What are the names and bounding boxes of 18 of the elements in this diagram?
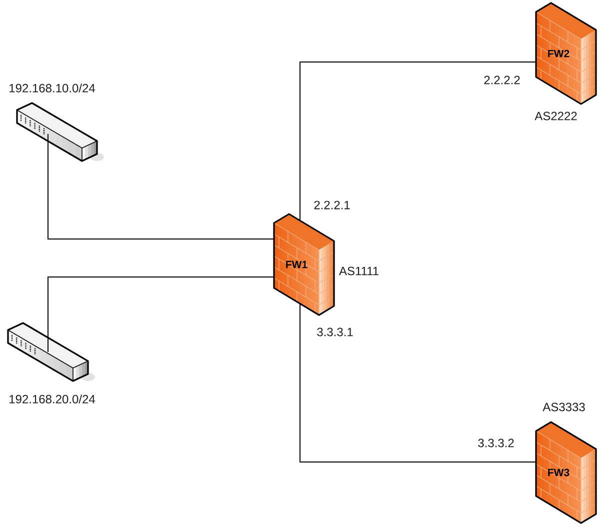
as-number-label: AS1111 — [339, 266, 378, 276]
ip-address-label: 2.2.2.2 — [484, 76, 520, 84]
subnet-label: 192.168.20.0/24 — [10, 394, 95, 404]
ip-address-label: 2.2.2.1 — [314, 200, 350, 210]
connector-line — [300, 62, 536, 220]
as-number-label: AS3333 — [542, 402, 585, 412]
network-switch — [7, 322, 95, 382]
subnet-label: 192.168.10.0/24 — [10, 84, 95, 92]
firewall: FW2 — [535, 2, 597, 105]
ip-address-label: 3.3.3.1 — [317, 328, 353, 336]
connector-line — [48, 276, 274, 352]
as-number-label: AS2222 — [534, 112, 577, 120]
ip-address-label: 3.3.3.2 — [478, 438, 514, 448]
firewall: FW1 — [273, 213, 335, 316]
firewall: FW3 — [535, 421, 597, 524]
connector-line — [48, 134, 274, 240]
connector-line — [300, 303, 536, 462]
network-switch — [16, 102, 104, 162]
